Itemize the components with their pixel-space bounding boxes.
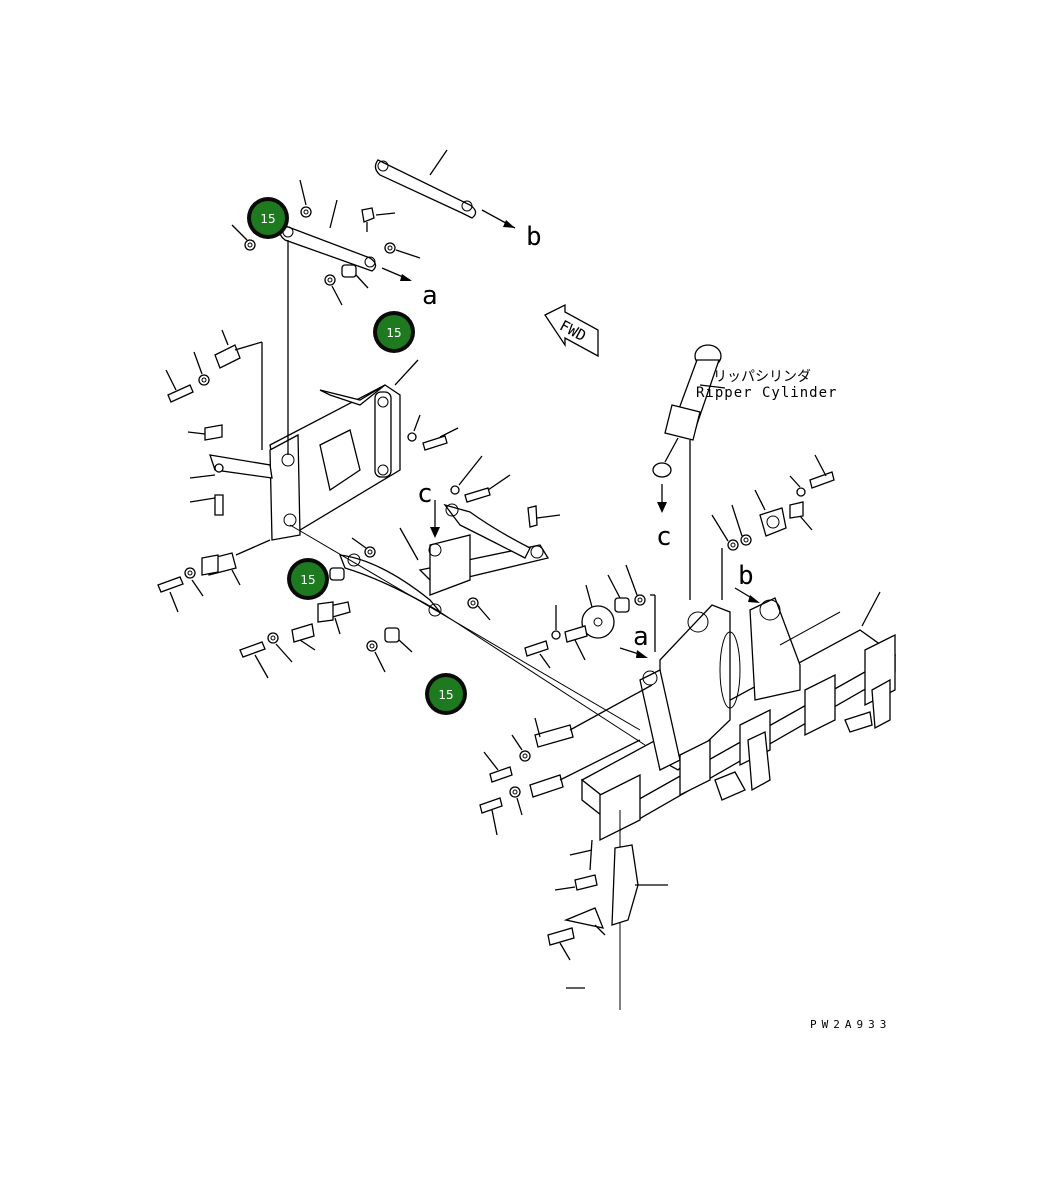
cylinder-label-en: Ripper Cylinder <box>696 385 837 401</box>
ripper-beam <box>580 591 897 1010</box>
upper-link-b <box>374 149 516 229</box>
drawing-code: PW2A933 <box>810 1018 891 1031</box>
upper-link-a <box>231 179 421 306</box>
ripper-cylinder <box>652 344 726 600</box>
mounting-bracket <box>209 240 419 541</box>
callout-label: 15 <box>386 326 401 340</box>
callout-label: 15 <box>300 573 315 587</box>
lower-left-pins <box>157 539 413 679</box>
cylinder-label-ja: リッパシリンダ <box>713 369 811 385</box>
letter-a-right: a <box>633 622 649 652</box>
guide-line-1 <box>289 524 641 731</box>
letter-a-top: a <box>422 281 438 311</box>
callout-15-lower-center[interactable]: 15 <box>425 673 467 715</box>
shank-tooth-parts <box>547 839 668 989</box>
letter-b-right: b <box>738 561 754 591</box>
callout-15-middle-left[interactable]: 15 <box>287 558 329 600</box>
callout-15-upper-center[interactable]: 15 <box>373 311 415 353</box>
callout-label: 15 <box>260 212 275 226</box>
callout-label: 15 <box>438 688 453 702</box>
guide-line-2 <box>439 611 646 746</box>
callout-15-upper-left[interactable]: 15 <box>247 197 289 239</box>
letter-c-right: c <box>656 522 672 552</box>
letter-c-left: c <box>417 479 433 509</box>
middle-hardware <box>524 564 656 669</box>
left-hardware <box>165 329 511 516</box>
cylinder-hardware <box>711 454 835 600</box>
lower-pins <box>479 684 653 836</box>
ripper-link-beam <box>339 500 561 621</box>
fwd-arrow: FWD <box>544 303 599 358</box>
letter-b-top: b <box>526 222 542 252</box>
